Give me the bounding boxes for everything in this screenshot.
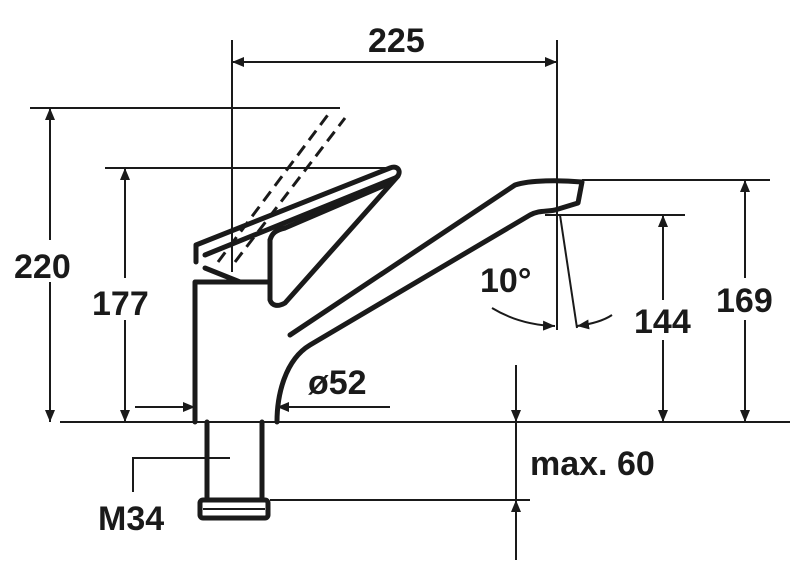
faucet-outline (192, 164, 585, 521)
lever-open-position (216, 111, 347, 263)
label-144: 144 (634, 303, 691, 341)
label-m34: M34 (98, 500, 164, 538)
dimension-144: 144 (545, 214, 697, 422)
dimension-225: 225 (231, 22, 558, 330)
label-diameter-52: ø52 (308, 364, 367, 402)
dimension-max-60: max. 60 (270, 365, 655, 560)
label-177: 177 (92, 285, 149, 323)
label-220: 220 (14, 248, 71, 286)
dimension-angle: 10° (480, 214, 613, 331)
dimension-diameter: ø52 (135, 364, 390, 412)
thread-callout: M34 (98, 457, 230, 538)
dimension-177: 177 (90, 167, 395, 422)
label-225: 225 (368, 22, 425, 60)
label-169: 169 (716, 282, 773, 320)
label-10-degrees: 10° (480, 262, 531, 300)
dimension-169: 169 (582, 179, 778, 422)
dimension-220: 220 (10, 107, 340, 422)
label-max-60: max. 60 (530, 445, 655, 483)
